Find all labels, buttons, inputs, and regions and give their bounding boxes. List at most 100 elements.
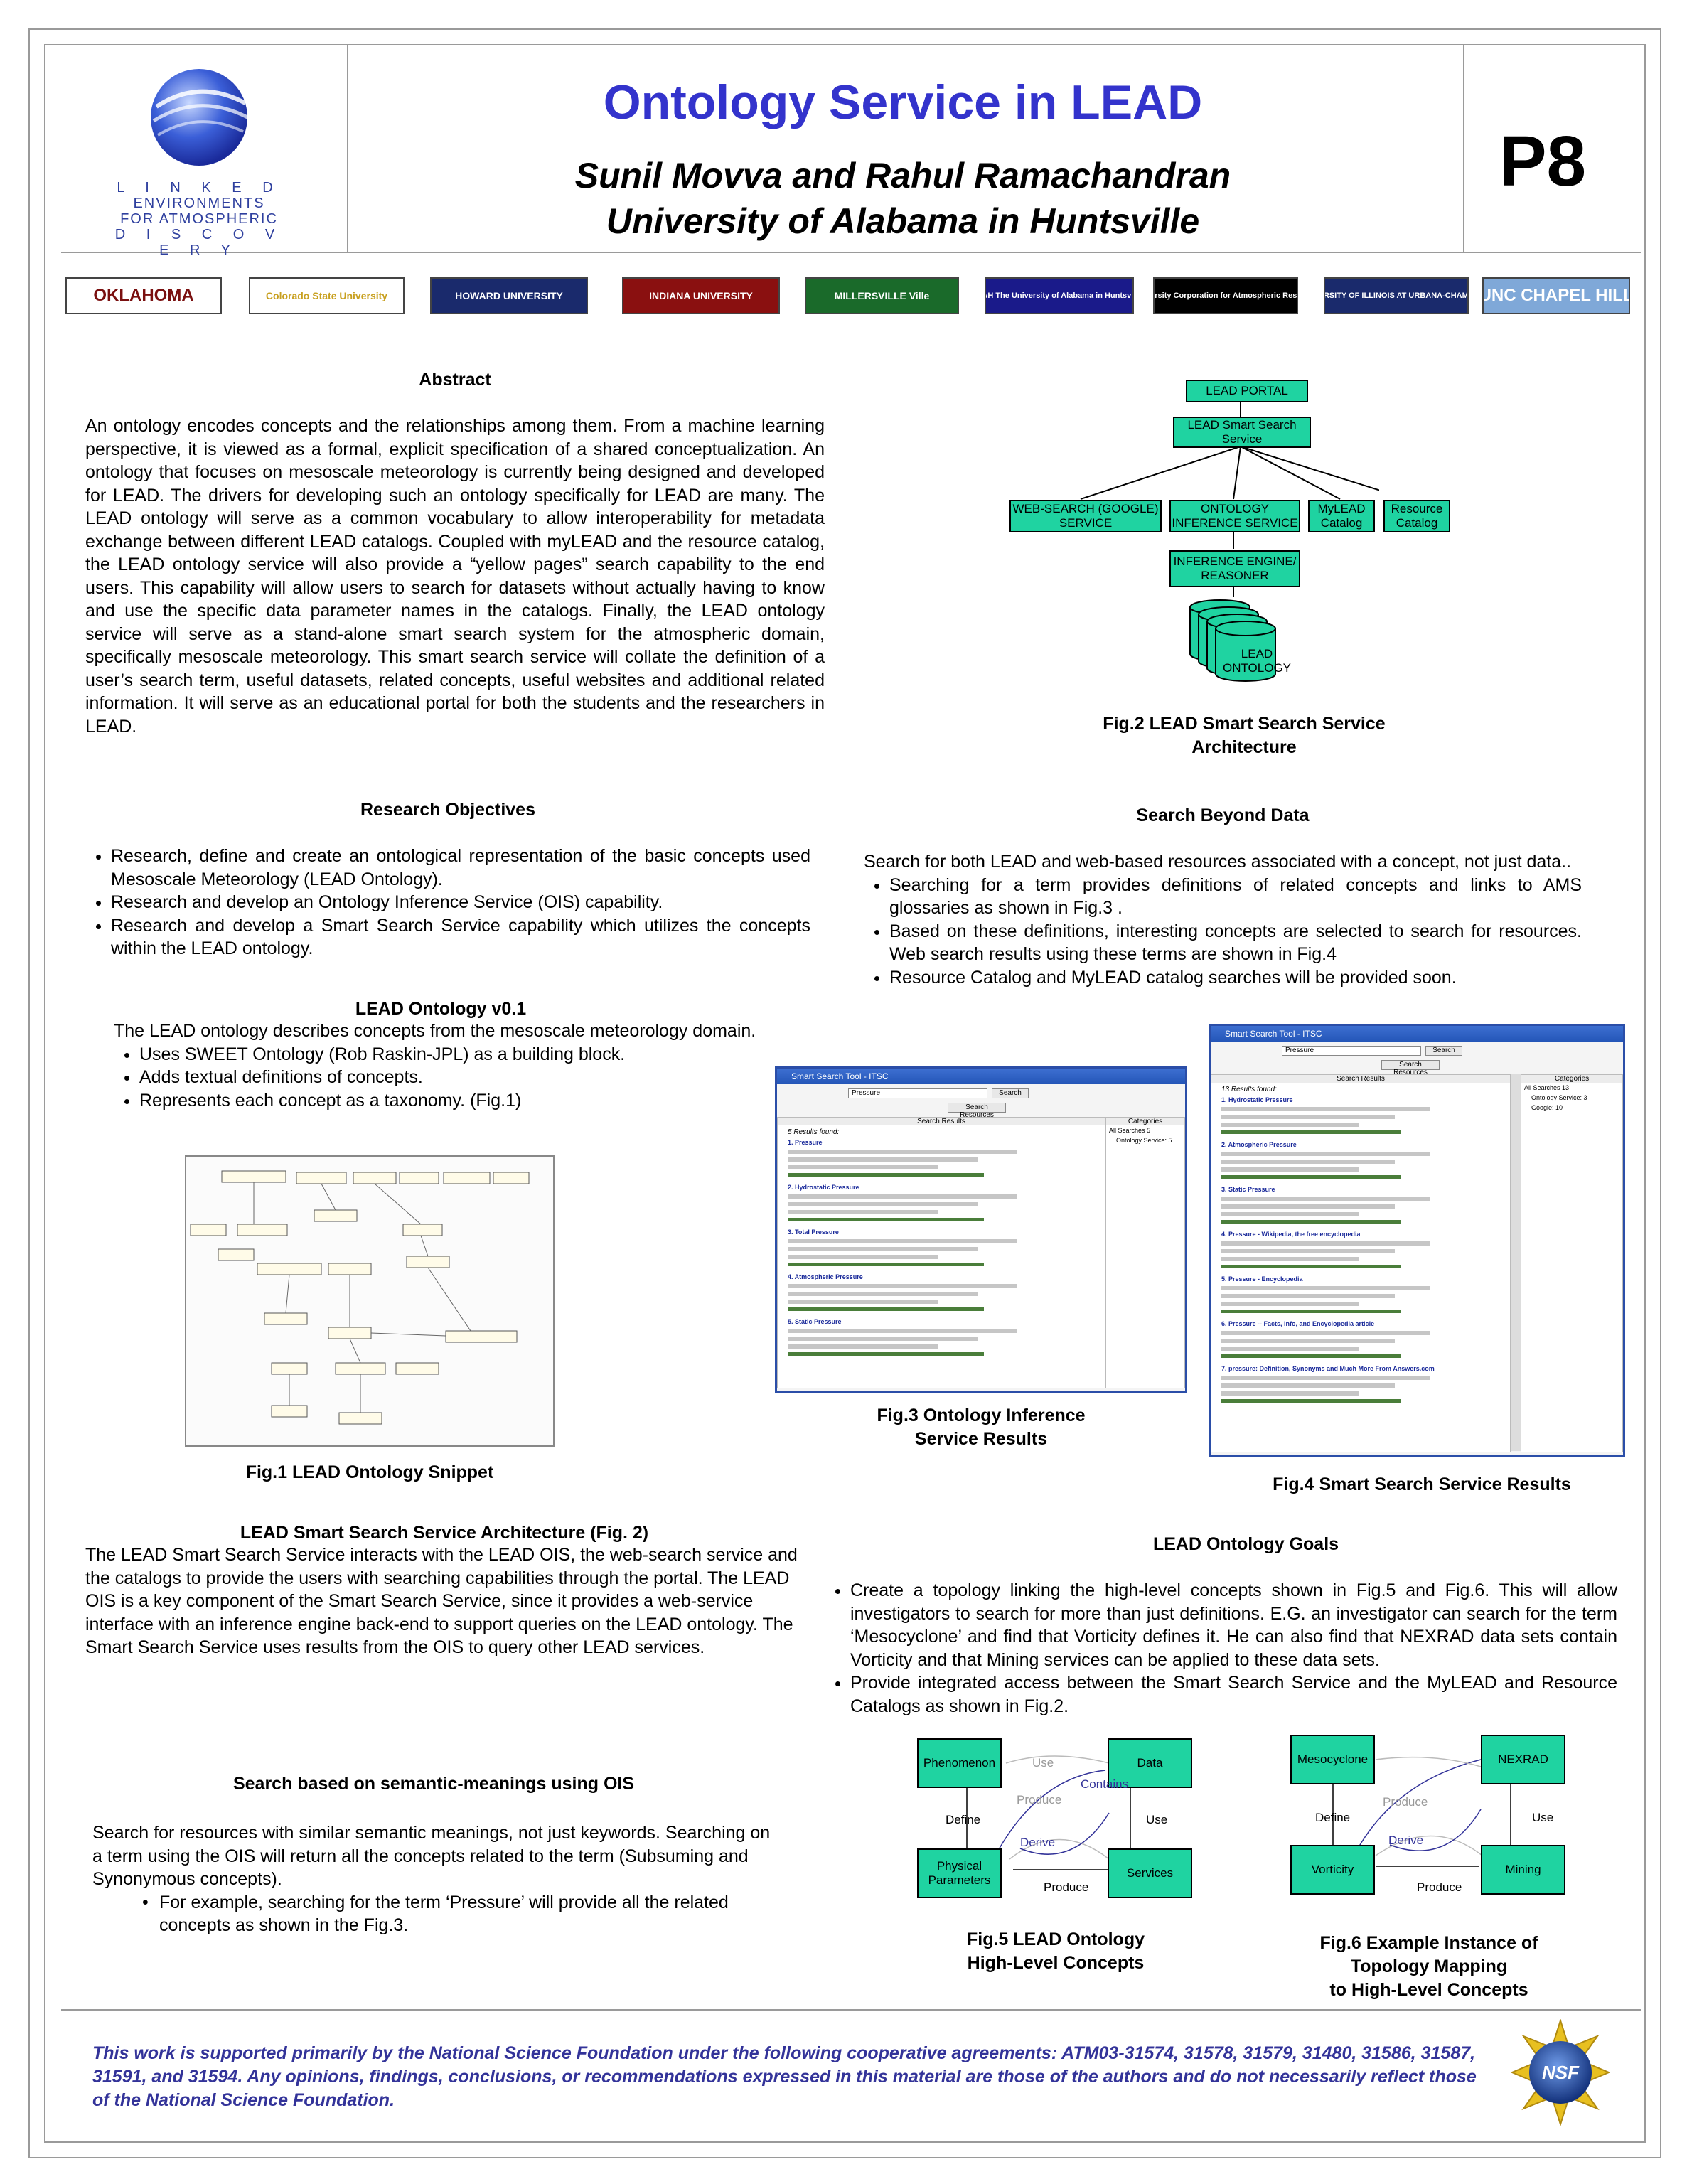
fig4-category[interactable]: All Searches 13 [1524, 1084, 1570, 1091]
result-text-line [788, 1292, 978, 1296]
result-text-line [788, 1202, 978, 1206]
result-link[interactable] [788, 1352, 984, 1356]
fig6-caption-line: to High-Level Concepts [1329, 1980, 1528, 2000]
header-divider-left [347, 46, 348, 252]
result-title[interactable]: 5. Static Pressure [788, 1318, 842, 1325]
result-link[interactable] [1221, 1399, 1401, 1403]
lead-logo-line: L I N K E D [117, 180, 282, 196]
fig6-node-nexrad: NEXRAD [1481, 1735, 1565, 1784]
result-text-line [1221, 1391, 1359, 1396]
result-title[interactable]: 7. pressure: Definition, Synonyms and Mu… [1221, 1365, 1435, 1372]
result-title[interactable]: 3. Static Pressure [1221, 1186, 1275, 1193]
fig3-category[interactable]: Ontology Service: 5 [1116, 1137, 1172, 1144]
ontology-v01-intro: The LEAD ontology describes concepts fro… [114, 1021, 756, 1041]
result-link[interactable] [1221, 1265, 1401, 1268]
partner-logo: UAH The University of Alabama in Huntsvi… [985, 277, 1134, 314]
result-link[interactable] [788, 1263, 984, 1266]
architecture-section: LEAD Smart Search Service Architecture (… [85, 1523, 803, 1659]
result-title[interactable]: 1. Pressure [788, 1139, 823, 1146]
fig4-scrollbar[interactable] [1511, 1074, 1521, 1451]
fig2-connectors [1080, 398, 1379, 597]
node-lead-portal: LEAD PORTAL [1186, 380, 1308, 402]
fig6-caption-line: Fig.6 Example Instance of [1319, 1933, 1538, 1953]
fig5-edge-use: Use [1032, 1756, 1054, 1770]
result-title[interactable]: 4. Atmospheric Pressure [788, 1273, 863, 1280]
objective-item: Research and develop an Ontology Inferen… [111, 891, 810, 914]
result-item: 3. Total Pressure [778, 1228, 1105, 1266]
beyond-intro: Search for both LEAD and web-based resou… [864, 852, 1572, 872]
fig4-category[interactable]: Google: 10 [1531, 1104, 1563, 1111]
fig3-category[interactable]: All Searches 5 [1109, 1127, 1151, 1134]
uml-diagram [190, 1170, 530, 1425]
fig4-category[interactable]: Ontology Service: 3 [1531, 1094, 1587, 1101]
fig5-edge-produce: Produce [1017, 1793, 1062, 1806]
result-link[interactable] [1221, 1175, 1401, 1179]
result-text-line [1221, 1107, 1430, 1111]
result-link[interactable] [788, 1173, 984, 1177]
fig4-resources-button[interactable]: Search Resources [1381, 1060, 1440, 1076]
funding-statement: This work is supported primarily by the … [92, 2043, 1477, 2110]
database-label: LEAD ONTOLOGY [1222, 647, 1292, 675]
result-text-line [1221, 1339, 1395, 1343]
beyond-item: Searching for a term provides definition… [889, 874, 1582, 920]
ontology-v01-item: Adds textual definitions of concepts. [139, 1066, 768, 1089]
result-link[interactable] [788, 1218, 984, 1221]
fig2-caption-line: Fig.2 LEAD Smart Search Service [1103, 714, 1386, 734]
fig6-edge-define: Define [1315, 1811, 1351, 1824]
lead-logo-line: ENVIRONMENTS [133, 196, 265, 211]
fig3-caption-line: Service Results [914, 1429, 1048, 1449]
partner-logo: UNC CHAPEL HILL [1482, 277, 1630, 314]
fig2-architecture: LEAD PORTAL LEAD Smart Search Service WE… [995, 370, 1450, 704]
result-link[interactable] [1221, 1310, 1401, 1313]
fig2-caption-line: Architecture [1191, 737, 1297, 757]
result-text-line [1221, 1249, 1395, 1253]
partner-logo: MILLERSVILLE Ville [805, 277, 959, 314]
fig3-results-count: 5 Results found: [788, 1128, 840, 1136]
node-web-search: WEB-SEARCH (GOOGLE) SERVICE [1009, 500, 1162, 532]
result-title[interactable]: 2. Hydrostatic Pressure [788, 1184, 859, 1191]
result-text-line [788, 1329, 1017, 1333]
result-link[interactable] [1221, 1130, 1401, 1134]
result-text-line [1221, 1286, 1430, 1290]
fig4-screenshot: Smart Search Tool - ITSC Pressure Search… [1209, 1024, 1625, 1457]
result-link[interactable] [788, 1307, 984, 1311]
objectives-section: Research Objectives Research, define and… [85, 800, 810, 960]
result-link[interactable] [1221, 1220, 1401, 1224]
result-title[interactable]: 1. Hydrostatic Pressure [1221, 1096, 1293, 1103]
result-text-line [1221, 1212, 1359, 1216]
beyond-section: Search Beyond Data Search for both LEAD … [864, 805, 1582, 989]
result-title[interactable]: 3. Total Pressure [788, 1228, 839, 1236]
result-text-line [788, 1210, 938, 1214]
result-text-line [1221, 1167, 1359, 1172]
fig4-categories-header: Categories [1521, 1075, 1622, 1083]
result-title[interactable]: 5. Pressure - Encyclopedia [1221, 1275, 1303, 1283]
result-item: 1. Pressure [778, 1139, 1105, 1177]
fig3-search-input[interactable]: Pressure [848, 1088, 987, 1098]
fig4-search-button[interactable]: Search [1425, 1046, 1462, 1056]
authors: Sunil Movva and Rahul Ramachandran Unive… [483, 153, 1322, 244]
fig6-edges [1332, 1756, 1511, 1867]
result-title[interactable]: 6. Pressure -- Facts, Info, and Encyclop… [1221, 1320, 1375, 1327]
result-text-line [788, 1255, 938, 1259]
result-title[interactable]: 4. Pressure - Wikipedia, the free encycl… [1221, 1231, 1361, 1238]
fig6-node-mesocyclone: Mesocyclone [1290, 1735, 1375, 1784]
result-link[interactable] [1221, 1354, 1401, 1358]
result-item: 4. Atmospheric Pressure [778, 1273, 1105, 1311]
fig4-search-input[interactable]: Pressure [1282, 1046, 1421, 1056]
node-inference-engine: INFERENCE ENGINE/ REASONER [1169, 550, 1300, 587]
fig3-resources-button[interactable]: Search Resources [948, 1103, 1006, 1119]
bullet-icon: • [142, 1892, 149, 1912]
abstract-body: An ontology encodes concepts and the rel… [85, 416, 825, 737]
ontology-v01-section: LEAD Ontology v0.1 The LEAD ontology des… [114, 999, 768, 1112]
fig6-edge-produce: Produce [1383, 1795, 1428, 1809]
semantic-section: Search based on semantic-meanings using … [92, 1774, 775, 1937]
fig3-search-button[interactable]: Search [992, 1088, 1029, 1098]
result-title[interactable]: 2. Atmospheric Pressure [1221, 1141, 1297, 1148]
result-item: 1. Hydrostatic Pressure [1211, 1096, 1510, 1134]
partner-logo: OKLAHOMA [65, 277, 222, 314]
fig1-caption: Fig.1 LEAD Ontology Snippet [245, 1462, 494, 1482]
result-text-line [1221, 1197, 1430, 1201]
result-text-line [788, 1300, 938, 1304]
header-rule [61, 252, 1641, 253]
ontology-v01-item: Uses SWEET Ontology (Rob Raskin-JPL) as … [139, 1043, 768, 1066]
